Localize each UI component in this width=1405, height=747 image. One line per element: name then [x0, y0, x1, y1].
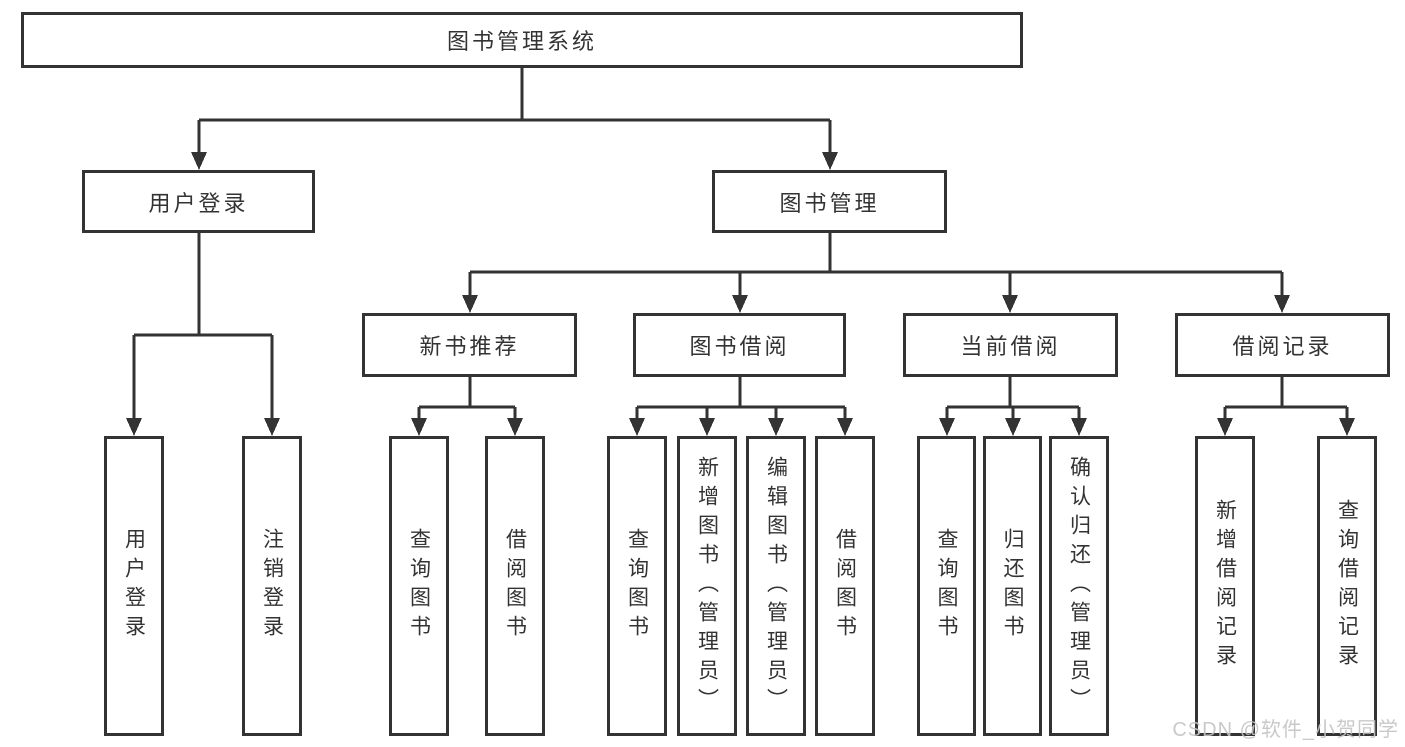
node-book-borrowing: 图书借阅	[633, 313, 846, 377]
node-current-borrowing: 当前借阅	[903, 313, 1118, 377]
node-query-books-borrowing: 查询图书	[607, 436, 667, 736]
node-book-management: 图书管理	[712, 170, 947, 233]
node-label: 图书借阅	[689, 334, 790, 359]
node-label: 图书管理	[779, 190, 880, 216]
node-query-books-recommend: 查询图书	[389, 436, 449, 736]
node-label: 用户登录	[122, 528, 146, 644]
node-label: 借阅图书	[503, 528, 527, 644]
node-confirm-return-admin: 确认归还（管理员）	[1049, 436, 1109, 736]
node-label: 查询借阅记录	[1335, 499, 1359, 673]
node-label: 新书推荐	[419, 334, 520, 359]
node-label: 确认归还（管理员）	[1067, 455, 1091, 717]
node-label: 查询图书	[935, 528, 958, 644]
node-edit-book-admin: 编辑图书（管理员）	[746, 436, 806, 736]
node-label: 查询图书	[625, 528, 649, 644]
node-library-management-system: 图书管理系统	[21, 12, 1023, 68]
node-user-login: 用户登录	[82, 170, 315, 233]
watermark: CSDN @软件_小贺同学	[1172, 719, 1399, 741]
node-label: 图书管理系统	[446, 29, 597, 54]
node-borrowing-records: 借阅记录	[1175, 313, 1390, 377]
node-logout: 注销登录	[242, 436, 302, 736]
node-label: 编辑图书（管理员）	[764, 455, 788, 717]
node-borrow-books-borrowing: 借阅图书	[815, 436, 875, 736]
node-new-book-recommend: 新书推荐	[362, 313, 577, 377]
node-query-borrow-record: 查询借阅记录	[1317, 436, 1377, 736]
node-add-book-admin: 新增图书（管理员）	[677, 436, 737, 736]
node-label: 借阅记录	[1232, 334, 1333, 359]
node-query-books-current: 查询图书	[917, 436, 976, 736]
node-label: 借阅图书	[833, 528, 857, 644]
node-label: 查询图书	[407, 528, 431, 644]
node-label: 当前借阅	[960, 334, 1061, 359]
node-borrow-books-recommend: 借阅图书	[485, 436, 545, 736]
node-label: 用户登录	[148, 190, 249, 216]
node-return-books: 归还图书	[983, 436, 1042, 736]
node-label: 新增借阅记录	[1213, 499, 1237, 673]
node-label: 注销登录	[260, 528, 284, 644]
node-label: 归还图书	[1001, 528, 1024, 644]
node-add-borrow-record: 新增借阅记录	[1195, 436, 1255, 736]
node-label: 新增图书（管理员）	[695, 455, 719, 717]
node-user-login-leaf: 用户登录	[104, 436, 164, 736]
